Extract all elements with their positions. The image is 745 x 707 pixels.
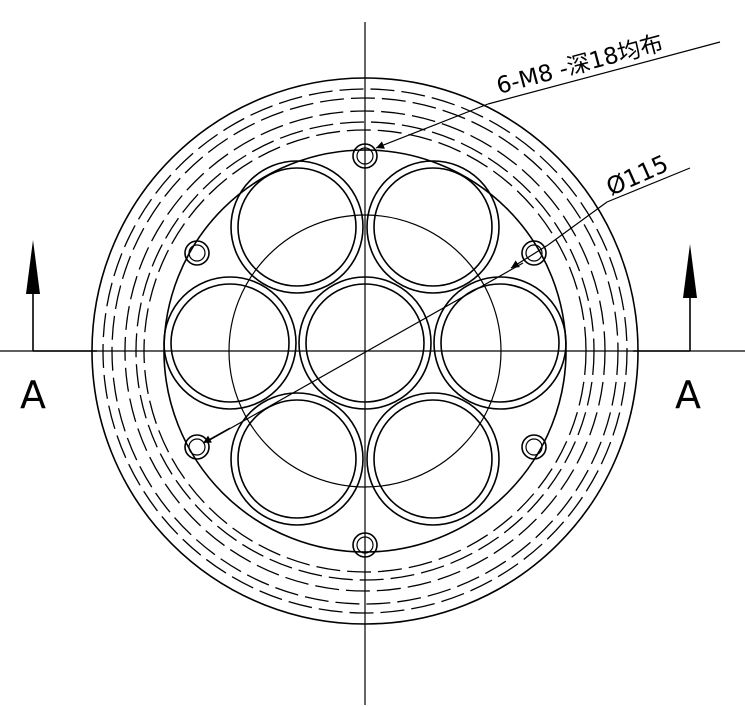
- hole-callout-text: 6-M8 -深18均布: [494, 30, 666, 99]
- bore-center: [298, 276, 432, 410]
- tapped-hole-upper-left: [184, 240, 210, 266]
- hidden-ring-3: [124, 110, 606, 592]
- tapped-hole-bottom: [352, 532, 378, 558]
- hidden-ring-1: [102, 88, 628, 614]
- bore-pattern: [163, 160, 567, 526]
- section-marker-left: A: [20, 240, 97, 417]
- tapped-hole-lower-right: [521, 434, 547, 460]
- section-arrow-right-icon: [683, 244, 697, 298]
- bore-right: [433, 276, 567, 410]
- bore-left: [163, 276, 297, 410]
- section-arrow-left-icon: [26, 240, 40, 294]
- tapped-holes: [184, 143, 547, 558]
- tapped-hole-upper-right: [521, 240, 547, 266]
- hidden-ring-4: [135, 121, 595, 581]
- section-label-right: A: [675, 373, 701, 417]
- tapped-hole-lower-left: [184, 434, 210, 460]
- bore-top-right: [366, 160, 500, 294]
- hidden-ring-5: [143, 129, 587, 573]
- pitch-circle: [228, 214, 502, 488]
- section-label-left: A: [20, 373, 46, 417]
- bore-top-left: [230, 160, 364, 294]
- hidden-ring-2: [111, 97, 619, 605]
- hole-callout-leader: 6-M8 -深18均布: [375, 30, 721, 149]
- bore-bottom-left: [230, 392, 364, 526]
- tapped-hole-top: [352, 143, 378, 169]
- diameter-callout-text: Ø115: [602, 150, 672, 202]
- section-marker-right: A: [633, 244, 701, 417]
- bore-bottom-right: [366, 392, 500, 526]
